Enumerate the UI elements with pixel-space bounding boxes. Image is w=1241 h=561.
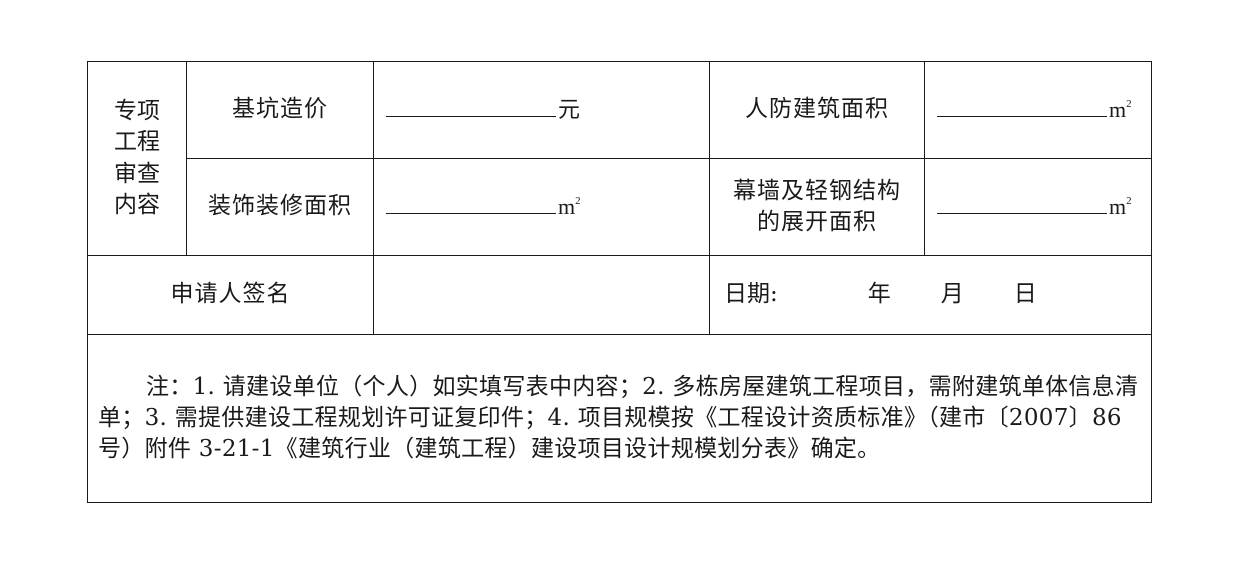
curtain-wall-area-blank[interactable] (937, 191, 1107, 214)
decoration-area-field[interactable]: m2 (373, 158, 710, 256)
date-field[interactable]: 日期: 年 月 日 (709, 255, 1152, 335)
notes-text: 注：1. 请建设单位（个人）如实填写表中内容；2. 多栋房屋建筑工程项目，需附建… (98, 373, 1139, 463)
civil-defense-area-blank[interactable] (937, 94, 1107, 117)
special-review-group-label: 专项 工程 审查 内容 (87, 61, 187, 256)
pit-cost-unit: 元 (558, 96, 581, 122)
decoration-area-blank[interactable] (386, 191, 556, 214)
curtain-wall-area-label-line: 幕墙及轻钢结构 (733, 177, 901, 204)
pit-cost-field[interactable]: 元 (373, 61, 710, 159)
date-month-label: 月 (940, 281, 964, 308)
decoration-area-label: 装饰装修面积 (186, 158, 374, 256)
curtain-wall-area-label: 幕墙及轻钢结构 的展开面积 (709, 158, 925, 256)
date-label: 日期: (724, 281, 778, 308)
civil-defense-area-label-text: 人防建筑面积 (745, 96, 889, 123)
notes-cell: 注：1. 请建设单位（个人）如实填写表中内容；2. 多栋房屋建筑工程项目，需附建… (87, 334, 1152, 503)
special-project-review-form: 专项 工程 审查 内容 基坑造价 元 人防建筑面积 m2 装饰装修面积 m2 幕… (87, 61, 1152, 503)
date-year-label: 年 (867, 281, 891, 308)
group-label-line: 专项 (114, 98, 160, 125)
civil-defense-area-label: 人防建筑面积 (709, 61, 925, 159)
curtain-wall-area-unit: m2 (1109, 193, 1132, 219)
civil-defense-area-field[interactable]: m2 (924, 61, 1152, 159)
date-day-label: 日 (1013, 281, 1037, 308)
curtain-wall-area-label-line: 的展开面积 (757, 209, 877, 235)
group-label-line: 审查 (114, 160, 160, 187)
civil-defense-area-unit: m2 (1109, 96, 1132, 122)
pit-cost-label: 基坑造价 (186, 61, 374, 159)
applicant-signature-field[interactable] (373, 255, 710, 335)
group-label-line: 内容 (114, 191, 160, 218)
pit-cost-blank[interactable] (386, 94, 556, 117)
curtain-wall-area-field[interactable]: m2 (924, 158, 1152, 256)
applicant-signature-label: 申请人签名 (87, 255, 374, 335)
group-label-line: 工程 (114, 129, 160, 156)
decoration-area-unit: m2 (558, 193, 581, 219)
